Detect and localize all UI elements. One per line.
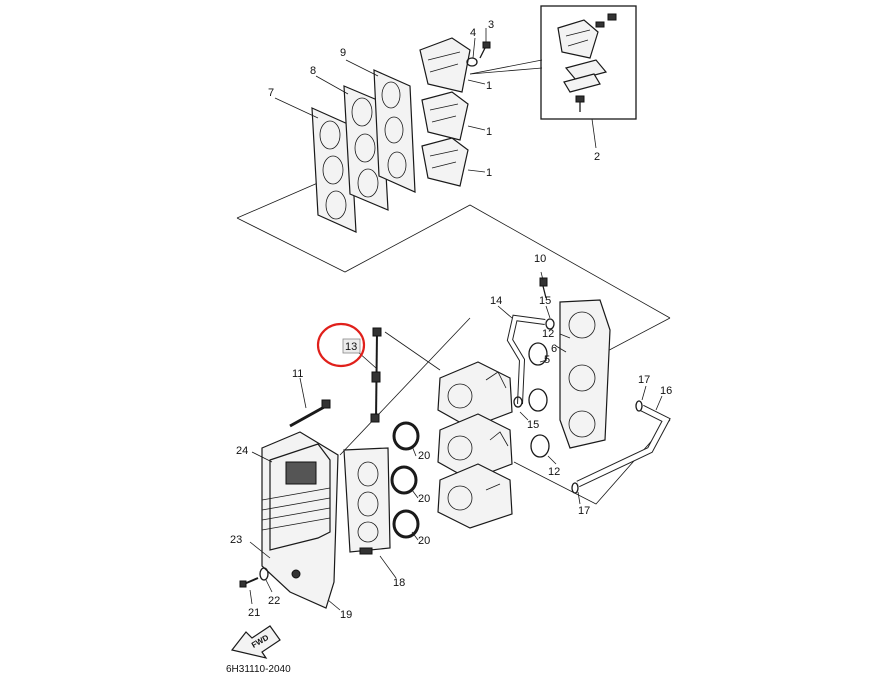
callout-10: 10 [534, 253, 546, 265]
reed-valve-1b [421, 91, 469, 141]
clamp-15 [513, 318, 555, 408]
callout-20a: 20 [418, 450, 430, 462]
callout-13-highlighted: 13 [316, 322, 366, 368]
callout-12a: 12 [542, 328, 554, 340]
screw-21 [239, 577, 259, 588]
callout-11: 11 [292, 368, 303, 380]
hose-14 [506, 314, 546, 405]
gasket-9 [373, 69, 416, 193]
callout-1b: 1 [486, 126, 492, 138]
callout-15b: 15 [527, 419, 539, 431]
washer-4 [466, 57, 478, 67]
callout-1a: 1 [486, 80, 492, 92]
drawing-code: 6H31110-2040 [226, 664, 291, 675]
intake-manifold [539, 277, 611, 449]
callout-16: 16 [660, 385, 672, 397]
callout-24: 24 [236, 445, 248, 457]
callout-7: 7 [268, 87, 274, 99]
highlight-circle [316, 322, 366, 368]
callout-9: 9 [340, 47, 346, 59]
hose-16 [576, 404, 671, 488]
o-rings-12 [528, 342, 550, 458]
callout-2: 2 [594, 151, 600, 163]
callout-18: 18 [393, 577, 405, 589]
reed-valve-assembly-area [236, 5, 671, 319]
callout-14: 14 [490, 295, 502, 307]
callout-23: 23 [230, 534, 242, 546]
callout-19: 19 [340, 609, 352, 621]
callout-numbers: 1 1 1 2 3 4 5 6 7 8 9 10 11 12 12 13 14 … [230, 19, 672, 621]
clamp-17 [571, 400, 643, 494]
callout-17b: 17 [578, 505, 590, 517]
callout-13: 13 [345, 341, 357, 353]
callout-1c: 1 [486, 167, 492, 179]
callout-6: 6 [551, 343, 557, 355]
callout-20c: 20 [418, 535, 430, 547]
callout-22: 22 [268, 595, 280, 607]
leader-lines [249, 59, 663, 611]
callout-4: 4 [470, 27, 476, 39]
callout-8: 8 [310, 65, 316, 77]
gasket-7 [311, 107, 357, 233]
bolt-11 [289, 399, 331, 428]
inset-box-2 [540, 5, 637, 149]
gasket-18 [343, 447, 391, 555]
callout-17a: 17 [638, 374, 650, 386]
carburetors [437, 361, 513, 529]
carburetor-assembly-area [230, 277, 671, 659]
callout-15a: 15 [539, 295, 551, 307]
reed-valve-1c [421, 137, 469, 187]
callout-21: 21 [248, 607, 260, 619]
screw-3 [479, 41, 491, 59]
washer-22 [259, 567, 269, 581]
callout-12b: 12 [548, 466, 560, 478]
callout-5: 5 [544, 354, 550, 366]
callout-20b: 20 [418, 493, 430, 505]
reed-valve-1a [419, 37, 471, 93]
silencer-19 [261, 431, 339, 609]
callout-3: 3 [488, 19, 494, 31]
gaskets-20 [390, 421, 420, 539]
fwd-arrow [230, 625, 281, 659]
link-rod-13 [370, 327, 382, 423]
